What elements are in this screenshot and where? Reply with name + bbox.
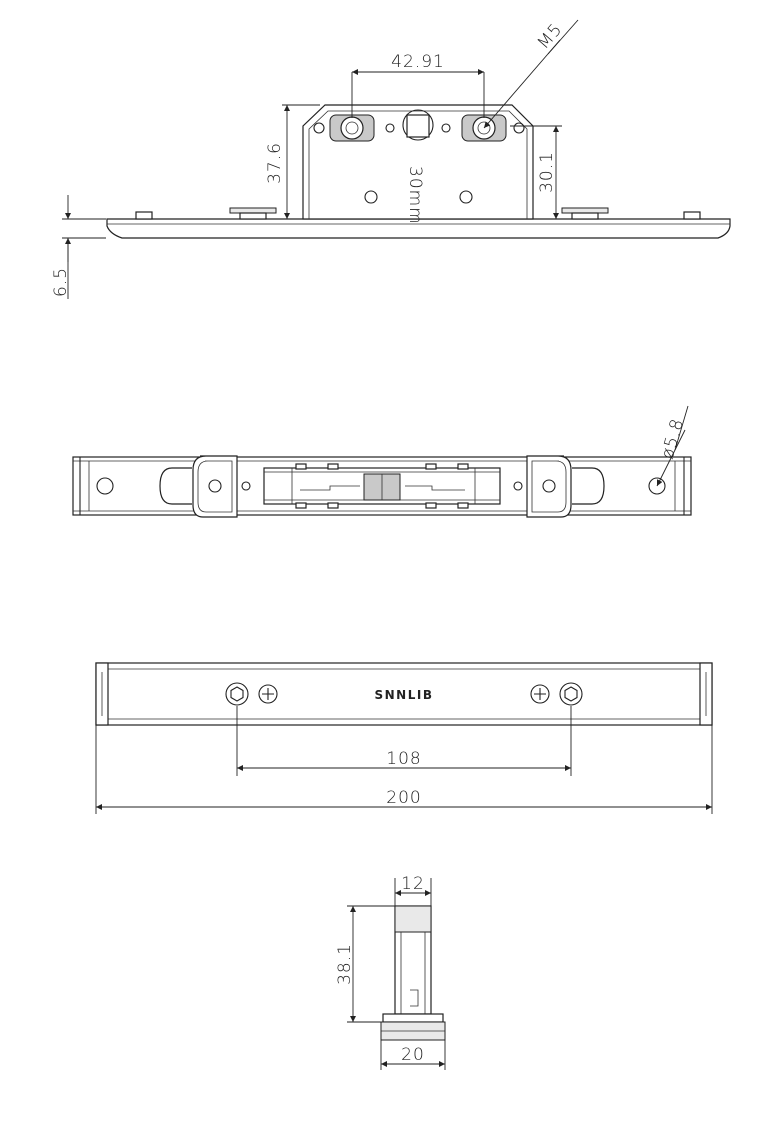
top-view-pin-right: [683, 211, 701, 220]
dim-height-label: 38.1: [335, 943, 355, 985]
dim-height-right-label: 30.1: [537, 151, 557, 193]
dim-width-base-label: 20: [401, 1045, 425, 1065]
side-view-base: [382, 1013, 444, 1023]
dim-leader-hole: [656, 429, 686, 487]
top-view-clip-right: [561, 207, 609, 214]
dim-width-label: 42.91: [391, 52, 445, 72]
size-label: 30mm: [405, 166, 425, 225]
plan-view-hole: [648, 477, 666, 495]
plan-view-clip-right: [526, 455, 572, 518]
front-view-screw-right: [559, 682, 583, 706]
dim-leader-thread: [483, 39, 561, 129]
front-view-phillips-right: [530, 684, 550, 704]
dim-hole-label: ø5.8: [658, 416, 689, 461]
dim-thread-label: M5: [534, 19, 567, 53]
dim-width-top-label: 12: [401, 874, 425, 894]
side-view: 12 38.1 20: [335, 874, 446, 1070]
top-view-center-square: [406, 114, 430, 138]
dim-height-left-label: 37.6: [265, 142, 285, 184]
top-view-pin-left: [135, 211, 153, 220]
top-view: 42.91 M5 37.6 30.1 30mm 6.5: [51, 19, 731, 299]
plan-view-clip-left: [192, 455, 238, 518]
top-view-clip-left: [229, 207, 277, 214]
dim-offset-label: 6.5: [51, 267, 71, 297]
front-view-rail: [95, 662, 713, 726]
front-view: SNNLIB 108 200: [95, 662, 713, 814]
dim-length-label: 200: [386, 788, 421, 808]
plan-view: ø5.8: [72, 405, 692, 518]
dim-spacing-label: 108: [386, 749, 421, 769]
brand-logo: SNNLIB: [375, 688, 434, 702]
front-view-screw-left: [225, 682, 249, 706]
front-view-phillips-left: [258, 684, 278, 704]
top-view-bolt-left: [340, 116, 364, 140]
